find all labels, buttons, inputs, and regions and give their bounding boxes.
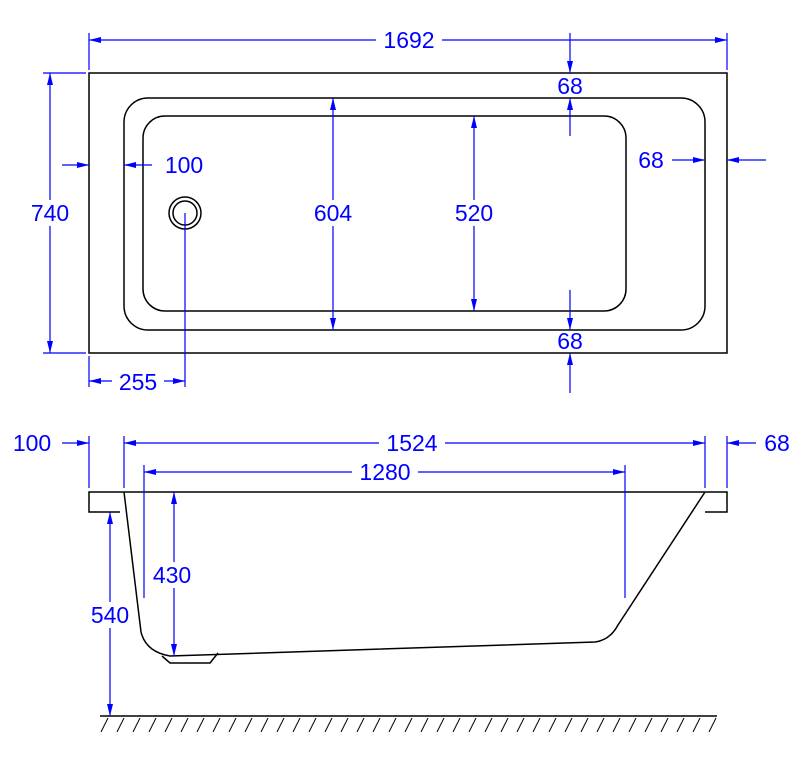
waste-offset-label: 255 — [119, 369, 157, 395]
rim-side-top-label: 68 — [557, 73, 583, 99]
dim-rim-end-right: 68 — [638, 147, 766, 173]
dim-inner-length: 1524 — [124, 430, 705, 456]
rim-end-right-label: 68 — [638, 147, 664, 173]
dim-side-rim-left: 100 — [13, 430, 89, 456]
plan-view: 1692 740 100 604 520 — [24, 27, 766, 395]
dim-rim-end-left: 100 — [62, 152, 203, 178]
dim-overall-width: 740 — [24, 72, 86, 354]
overall-width-label: 740 — [31, 200, 69, 226]
floor-hatch — [100, 715, 717, 733]
side-rim-right-label: 68 — [764, 430, 790, 456]
overall-length-label: 1692 — [383, 27, 434, 53]
dim-basin-length: 1280 — [143, 459, 626, 598]
bath-basin — [142, 115, 627, 312]
dim-rim-side-top: 68 — [557, 33, 583, 136]
bath-rim-profile — [88, 491, 728, 513]
basin-width-label: 520 — [455, 200, 493, 226]
dim-side-rim-right: 68 — [727, 430, 790, 456]
bath-body-profile — [123, 491, 706, 657]
side-rim-left-label: 100 — [13, 430, 51, 456]
bath-inner-rim — [123, 97, 706, 331]
dim-rim-side-bottom: 68 — [557, 290, 583, 393]
dim-height: 540 — [86, 512, 134, 716]
depth-label: 430 — [153, 562, 191, 588]
inner-length-label: 1524 — [386, 430, 437, 456]
dim-waste-offset: 255 — [88, 213, 186, 395]
height-label: 540 — [91, 602, 129, 628]
bath-outer-rim — [88, 72, 728, 354]
rim-end-left-label: 100 — [165, 152, 203, 178]
dim-basin-width: 520 — [449, 116, 499, 311]
basin-length-label: 1280 — [359, 459, 410, 485]
inner-width-label: 604 — [314, 200, 353, 226]
side-view: 100 1524 68 1280 430 540 — [13, 430, 790, 733]
dim-inner-width: 604 — [308, 98, 358, 330]
dim-depth: 430 — [150, 492, 196, 656]
bath-waste-foot — [161, 652, 219, 664]
rim-side-bottom-label: 68 — [557, 328, 583, 354]
dim-overall-length: 1692 — [88, 27, 728, 70]
